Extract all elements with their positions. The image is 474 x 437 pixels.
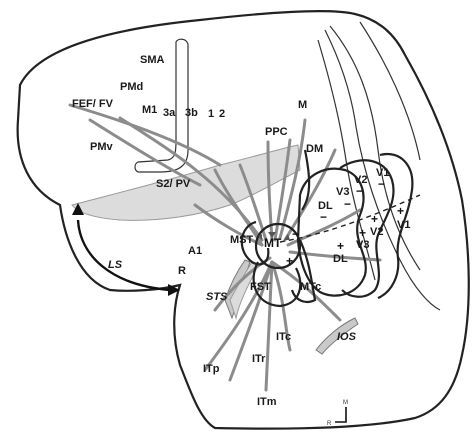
label-mtc: MTc xyxy=(300,281,321,293)
label-v2-bottom: V2 xyxy=(370,226,383,238)
label-sts: STS xyxy=(206,291,228,303)
label-1: 1 xyxy=(208,108,214,120)
label-s2-pv: S2/ PV xyxy=(156,178,191,190)
mst-area xyxy=(240,220,270,266)
label-fst: FST xyxy=(250,281,271,293)
visual-sulcus-line-4 xyxy=(359,21,421,161)
label-dl-top: DL xyxy=(318,200,333,212)
dm-boundary xyxy=(301,149,311,211)
label-m: M xyxy=(298,99,307,111)
label-a1: A1 xyxy=(188,245,202,257)
ls-arrowhead-right xyxy=(168,284,180,296)
label-itp: ITp xyxy=(203,363,220,375)
mtc-area xyxy=(290,239,317,304)
label-v1-top: V1 xyxy=(376,167,389,179)
label-mt: MT xyxy=(264,236,282,250)
sign-v1-right-plus: + xyxy=(397,204,404,218)
v2-area xyxy=(377,152,414,300)
label-3b: 3b xyxy=(185,107,198,119)
horizontal-meridian xyxy=(279,194,421,243)
label-ls: LS xyxy=(108,259,123,271)
label-pmv: PMv xyxy=(90,141,114,153)
visual-sulcus-line-1 xyxy=(324,29,441,311)
label-dl-bottom: DL xyxy=(333,253,348,265)
dl-area xyxy=(296,167,367,297)
label-mst: MST xyxy=(230,234,254,246)
central-sulcus xyxy=(134,38,189,173)
label-itr: ITr xyxy=(252,353,266,365)
label-v3-bottom: V3 xyxy=(356,239,369,251)
sign-v2-top-minus: − xyxy=(356,184,363,198)
label-sma: SMA xyxy=(140,54,165,66)
mt-arrows xyxy=(258,232,290,240)
label-r: R xyxy=(178,265,186,277)
ios-region xyxy=(315,317,359,355)
v3-area xyxy=(339,159,395,298)
label-ppc: PPC xyxy=(265,126,288,138)
ls-arrowhead-top xyxy=(72,203,84,215)
sign-v3-top-minus: − xyxy=(344,197,351,211)
compass-r: R xyxy=(327,421,332,427)
label-itc: ITc xyxy=(276,331,291,343)
label-v3-top: V3 xyxy=(336,186,349,198)
visual-sulcus-line-3 xyxy=(317,39,376,281)
lateral-sulcus-region xyxy=(71,144,301,221)
label-v2-top: V2 xyxy=(354,174,367,186)
visual-sulcus-line-2 xyxy=(329,25,421,271)
sign-mt-plus: + xyxy=(286,254,293,268)
sign-dl-bottom-plus: + xyxy=(337,239,344,253)
ls-arrow xyxy=(76,219,171,292)
label-2: 2 xyxy=(219,108,225,120)
sign-v2-bottom-plus: + xyxy=(371,212,378,226)
label-itm: ITm xyxy=(257,396,277,408)
sign-v3-bottom-plus: + xyxy=(359,226,366,240)
sign-mt-minus: − xyxy=(292,227,299,241)
label-3a: 3a xyxy=(163,107,176,119)
compass-m: M xyxy=(343,400,348,406)
label-v1-right: V1 xyxy=(397,219,410,231)
label-m1: M1 xyxy=(142,104,157,116)
sign-dl-top-minus: − xyxy=(320,210,327,224)
mt-area xyxy=(254,222,302,270)
label-dm: DM xyxy=(306,143,323,155)
fst-area xyxy=(252,261,302,308)
label-pmd: PMd xyxy=(120,81,143,93)
compass xyxy=(335,407,347,423)
label-fef-fv: FEF/ FV xyxy=(72,98,114,110)
sign-v1-top-minus: − xyxy=(378,177,385,191)
label-ios: IOS xyxy=(337,331,357,343)
